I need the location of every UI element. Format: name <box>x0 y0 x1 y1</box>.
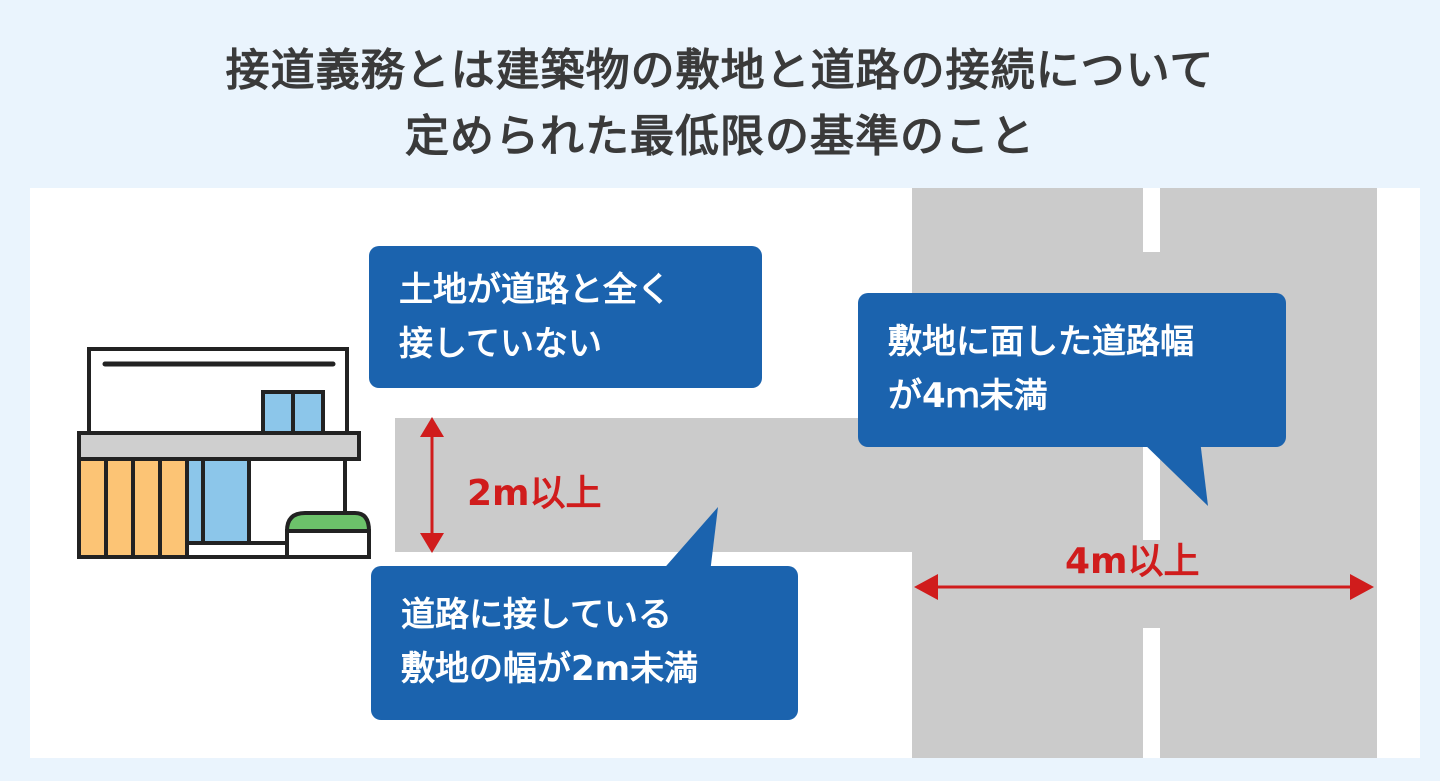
bubble-no-contact: 土地が道路と全く 接していない <box>369 246 762 388</box>
bubble-text: 敷地の幅が2m未満 <box>401 649 699 689</box>
road-center-line <box>1143 440 1160 540</box>
bubble-road-width: 敷地に面した道路幅 が4ｍ未満 <box>858 293 1286 447</box>
bubble-text: 接していない <box>399 324 602 364</box>
road-width-label: 4m以上 <box>1065 541 1200 582</box>
bubble-text: が4ｍ未満 <box>888 376 1048 416</box>
title-line-2: 定められた最低限の基準のこと <box>405 111 1035 162</box>
bubble-tail <box>1140 440 1208 506</box>
access-path <box>395 418 915 552</box>
frontage-arrow <box>420 417 444 553</box>
bubble-text: 敷地に面した道路幅 <box>888 322 1194 362</box>
frontage-label: 2m以上 <box>467 473 602 514</box>
road-center-line <box>1143 628 1160 758</box>
bubble-text: 道路に接している <box>401 595 672 635</box>
bubble-frontage: 道路に接している 敷地の幅が2m未満 <box>371 566 798 720</box>
road-width-arrow <box>914 574 1374 600</box>
road-center-line <box>1143 188 1160 252</box>
bubble-tail <box>660 507 718 573</box>
title-line-1: 接道義務とは建築物の敷地と道路の接続について <box>225 45 1215 96</box>
bubble-text: 土地が道路と全く <box>399 270 671 310</box>
house-icon <box>77 347 372 559</box>
